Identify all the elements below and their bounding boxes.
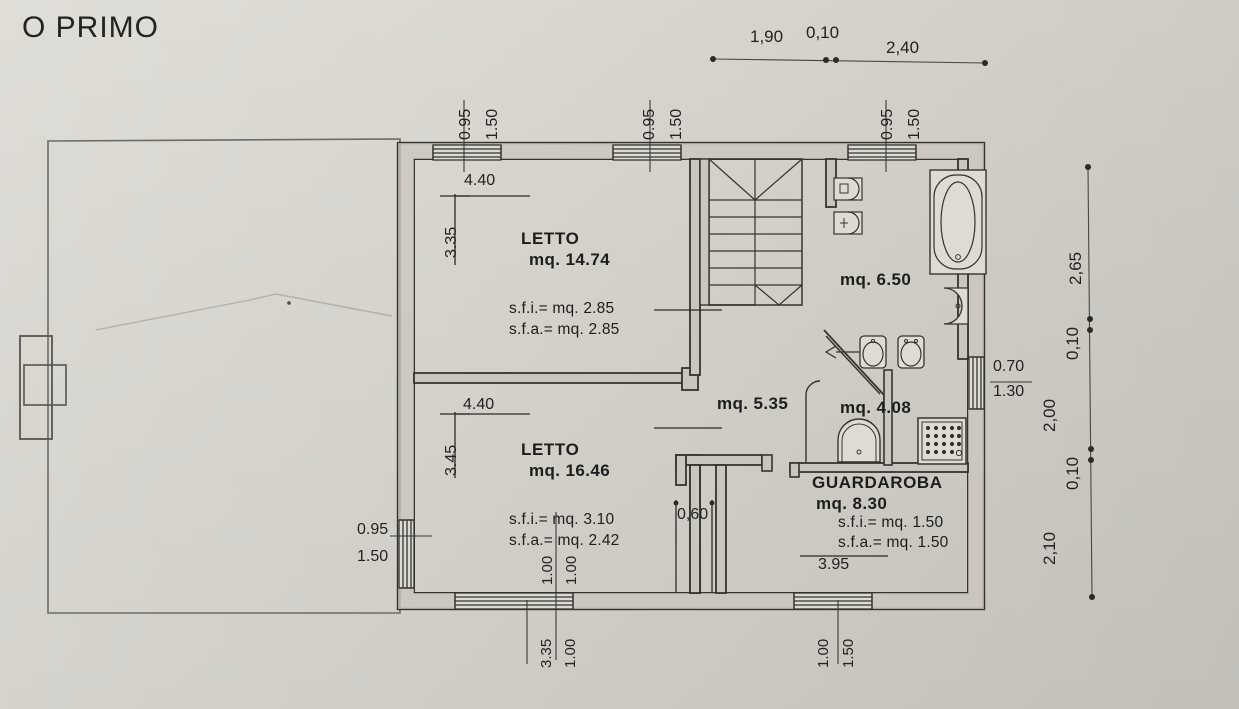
room-area-letto-sud: mq. 16.46 bbox=[529, 461, 611, 480]
right-dim-2: 0,10 bbox=[1063, 326, 1082, 360]
basin-icon-right bbox=[943, 287, 969, 325]
page-title: O PRIMO bbox=[22, 11, 160, 44]
staircase-icon bbox=[699, 158, 803, 306]
window-bottom-right bbox=[793, 592, 873, 610]
door-antibagno bbox=[805, 380, 821, 462]
area-antibagno: mq. 4.08 bbox=[840, 398, 912, 417]
window-right-width: 0.70 bbox=[993, 358, 1025, 375]
letto-sud-sfi: s.f.i.= mq. 3.10 bbox=[509, 511, 615, 528]
window-left-width: 0.95 bbox=[357, 521, 389, 538]
window-bottom-left-width: 3.35 bbox=[538, 638, 555, 668]
guardaroba-sfi: s.f.i.= mq. 1.50 bbox=[838, 514, 944, 531]
sink-icon-2 bbox=[833, 211, 863, 235]
window-top-left-width: 0.95 bbox=[457, 108, 474, 140]
guardaroba-width: 3.95 bbox=[818, 556, 850, 573]
window-bottom-left bbox=[454, 592, 574, 610]
top-dimension-chain bbox=[710, 56, 988, 66]
left-appendage bbox=[19, 335, 67, 440]
room-label-letto-nord: LETTO bbox=[521, 229, 580, 248]
shower-tray-icon bbox=[917, 417, 967, 465]
opening-leader-lines bbox=[390, 100, 1032, 664]
room-label-guardaroba: GUARDAROBA bbox=[812, 473, 943, 492]
window-left-height: 1.50 bbox=[357, 548, 389, 565]
top-dim-1: 1,90 bbox=[750, 27, 784, 46]
door-letto-sud-height: 1.00 bbox=[563, 555, 580, 585]
window-openings bbox=[398, 144, 985, 610]
window-bottom-right-height: 1.50 bbox=[840, 638, 857, 668]
letto-sud-height: 3.45 bbox=[443, 444, 460, 476]
bathtub-icon bbox=[929, 169, 987, 275]
area-bagno: mq. 6.50 bbox=[840, 270, 912, 289]
letto-nord-width: 4.40 bbox=[464, 172, 496, 189]
interior-dimension-lines bbox=[440, 194, 888, 593]
door-letto-sud-width: 1.00 bbox=[539, 555, 556, 585]
letto-sud-width: 4.40 bbox=[463, 396, 495, 413]
window-bottom-left-height: 1.00 bbox=[562, 638, 579, 668]
window-bottom-right-width: 1.00 bbox=[815, 638, 832, 668]
adjacent-property-outline bbox=[47, 138, 401, 614]
window-top-mid-height: 1.50 bbox=[668, 108, 685, 140]
window-top-right-width: 0.95 bbox=[879, 108, 896, 140]
window-left bbox=[398, 519, 415, 589]
window-top-mid bbox=[612, 144, 682, 161]
right-dim-5: 2,10 bbox=[1040, 531, 1059, 565]
bidet-icon bbox=[859, 335, 887, 369]
window-top-mid-width: 0.95 bbox=[641, 108, 658, 140]
right-dimension-chain bbox=[1085, 164, 1095, 600]
door-bathroom bbox=[824, 345, 860, 359]
right-dim-3: 2,00 bbox=[1040, 398, 1059, 432]
window-top-right bbox=[847, 144, 917, 161]
right-dim-1: 2,65 bbox=[1066, 251, 1085, 285]
letto-sud-sfa: s.f.a.= mq. 2.42 bbox=[509, 532, 620, 549]
top-dim-3: 2,40 bbox=[886, 38, 920, 57]
window-right bbox=[968, 356, 985, 410]
bathroom-fixtures bbox=[824, 169, 987, 369]
window-top-left bbox=[432, 144, 502, 161]
toilet-icon bbox=[897, 335, 925, 369]
window-right-height: 1.30 bbox=[993, 383, 1025, 400]
letto-nord-height: 3.35 bbox=[443, 226, 460, 258]
room-area-letto-nord: mq. 14.74 bbox=[529, 250, 611, 269]
guardaroba-fixtures bbox=[805, 380, 967, 465]
window-top-left-height: 1.50 bbox=[484, 108, 501, 140]
letto-nord-sfa: s.f.a.= mq. 2.85 bbox=[509, 321, 620, 338]
right-dim-4: 0,10 bbox=[1063, 456, 1082, 490]
window-top-right-height: 1.50 bbox=[906, 108, 923, 140]
letto-nord-sfi: s.f.i.= mq. 2.85 bbox=[509, 300, 615, 317]
guardaroba-sfa: s.f.a.= mq. 1.50 bbox=[838, 534, 949, 551]
area-disimpegno: mq. 5.35 bbox=[717, 394, 789, 413]
closet-width: 0,60 bbox=[677, 506, 709, 523]
basin-icon-guardaroba bbox=[837, 418, 881, 463]
room-area-guardaroba: mq. 8.30 bbox=[816, 494, 888, 513]
top-dim-2: 0,10 bbox=[806, 23, 840, 42]
sink-icon-1 bbox=[833, 177, 863, 201]
room-label-letto-sud: LETTO bbox=[521, 440, 580, 459]
